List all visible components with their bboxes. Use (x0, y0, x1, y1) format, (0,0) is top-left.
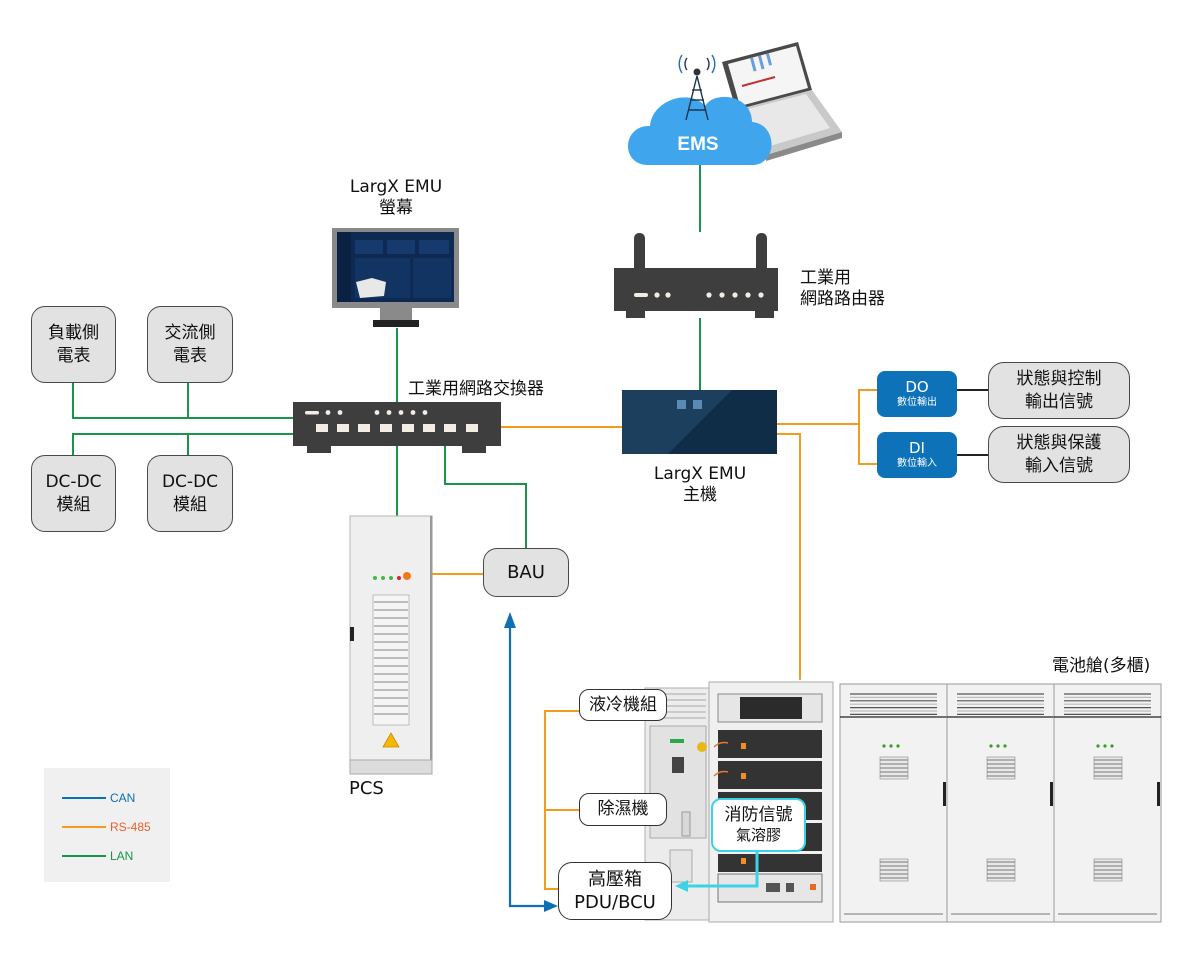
dehumidifier-label: 除濕機 (597, 799, 649, 820)
di-subtitle: 數位輸入 (897, 458, 937, 470)
ac-meter-line1: 交流側 (164, 323, 216, 344)
emu-screen-label-line1: LargX EMU (349, 177, 443, 197)
pdu-bcu-node[interactable]: 高壓箱 PDU/BCU (558, 862, 672, 920)
emu-host-icon (622, 390, 777, 454)
pcs-label: PCS (349, 778, 384, 799)
legend: CAN RS-485 LAN (44, 768, 170, 882)
cloud-tower-icon (627, 54, 772, 165)
load-meter-line2: 電表 (56, 345, 91, 366)
dcdc-module-2-node[interactable]: DC-DC 模組 (147, 455, 233, 532)
di-node[interactable]: DI 數位輸入 (877, 432, 957, 478)
pcs-cabinet-icon (349, 515, 433, 775)
status-led (889, 744, 893, 748)
liquid-cooling-label: 液冷機組 (589, 694, 657, 715)
di-signal-node[interactable]: 狀態與保護 輸入信號 (988, 426, 1130, 483)
dehumidifier-node[interactable]: 除濕機 (579, 793, 667, 826)
legend-label-can: CAN (110, 791, 136, 805)
dcdc-2-line2: 模組 (173, 494, 207, 515)
lan-switch-bau (444, 446, 527, 548)
dcdc-1-line1: DC-DC (45, 472, 102, 493)
emu-screen-label: LargX EMU 螢幕 (340, 177, 452, 220)
battery-cabinet (839, 683, 948, 923)
fire-signal-line (675, 852, 759, 892)
router-label-line1: 工業用 (800, 268, 851, 288)
load-meter-node[interactable]: 負載側 電表 (31, 306, 116, 383)
status-led (896, 744, 900, 748)
fire-line2: 氣溶膠 (735, 826, 781, 845)
emu-host-label-line2: 主機 (683, 485, 717, 506)
legend-line-can (62, 797, 106, 799)
rs485-cooling-dehum-pdu (544, 710, 579, 890)
connection-lines (72, 165, 988, 912)
legend-item-lan: LAN (62, 849, 133, 863)
rs485-emu-battery (777, 433, 801, 680)
legend-label-rs485: RS-485 (110, 820, 151, 834)
fire-signal-node[interactable]: 消防信號 氣溶膠 (711, 798, 806, 852)
router-label: 工業用 網路路由器 (800, 268, 885, 311)
legend-line-lan (62, 855, 106, 857)
switch-label: 工業用網路交換器 (408, 379, 544, 399)
battery-cabinet (1053, 683, 1162, 923)
door-handle (1157, 782, 1160, 806)
can-arrow-up (504, 612, 516, 628)
rs485-do (858, 389, 877, 465)
bau-node[interactable]: BAU (483, 548, 569, 597)
do-signal-line1: 狀態與控制 (1016, 369, 1102, 390)
legend-item-can: CAN (62, 791, 135, 805)
pdu-line2: PDU/BCU (574, 892, 656, 913)
pdu-line1: 高壓箱 (588, 868, 642, 890)
emu-host-label-line1: LargX EMU (653, 464, 747, 484)
emu-screen-label-line2: 螢幕 (379, 198, 413, 219)
do-node[interactable]: DO 數位輸出 (877, 371, 957, 417)
liquid-cooling-node[interactable]: 液冷機組 (579, 689, 667, 721)
lan-dcdc-switch (72, 433, 293, 455)
fire-line1: 消防信號 (724, 805, 793, 826)
monitor-icon (332, 228, 459, 327)
status-led (882, 744, 886, 748)
door-handle (943, 782, 946, 806)
can-pdu-bau (508, 620, 548, 908)
dcdc-2-line1: DC-DC (161, 472, 219, 493)
router-icon (614, 233, 778, 318)
di-signal-line1: 狀態與保護 (1016, 433, 1102, 454)
battery-cabinet-icon (839, 683, 1162, 923)
ac-meter-line2: 電表 (173, 345, 207, 366)
door-handle (1050, 782, 1053, 806)
bau-label: BAU (507, 561, 545, 583)
do-subtitle: 數位輸出 (897, 397, 937, 409)
do-title: DO (905, 377, 929, 396)
battery-cabinet (946, 683, 1055, 923)
legend-item-rs485: RS-485 (62, 820, 151, 834)
legend-label-lan: LAN (110, 849, 134, 863)
do-signal-node[interactable]: 狀態與控制 輸出信號 (988, 362, 1130, 419)
network-switch-icon (293, 402, 501, 453)
di-signal-line2: 輸入信號 (1025, 455, 1093, 476)
dcdc-module-1-node[interactable]: DC-DC 模組 (31, 455, 116, 532)
status-led (996, 744, 1000, 748)
ems-label: EMS (677, 134, 718, 155)
do-signal-line2: 輸出信號 (1025, 391, 1093, 412)
status-led (1110, 744, 1114, 748)
battery-label: 電池艙(多櫃) (1052, 656, 1151, 676)
legend-line-rs485 (62, 826, 106, 828)
router-label-line2: 網路路由器 (800, 289, 885, 310)
status-led (1103, 744, 1107, 748)
can-arrow-right (544, 900, 558, 912)
load-meter-line1: 負載側 (48, 323, 99, 344)
dcdc-1-line2: 模組 (56, 494, 91, 515)
di-title: DI (909, 438, 925, 457)
status-led (1096, 744, 1100, 748)
status-led (1003, 744, 1007, 748)
warning-icon (382, 732, 400, 748)
status-led (989, 744, 993, 748)
emu-host-label: LargX EMU 主機 (635, 464, 765, 507)
ac-meter-node[interactable]: 交流側 電表 (147, 306, 233, 383)
lan-meters-switch (72, 382, 293, 419)
